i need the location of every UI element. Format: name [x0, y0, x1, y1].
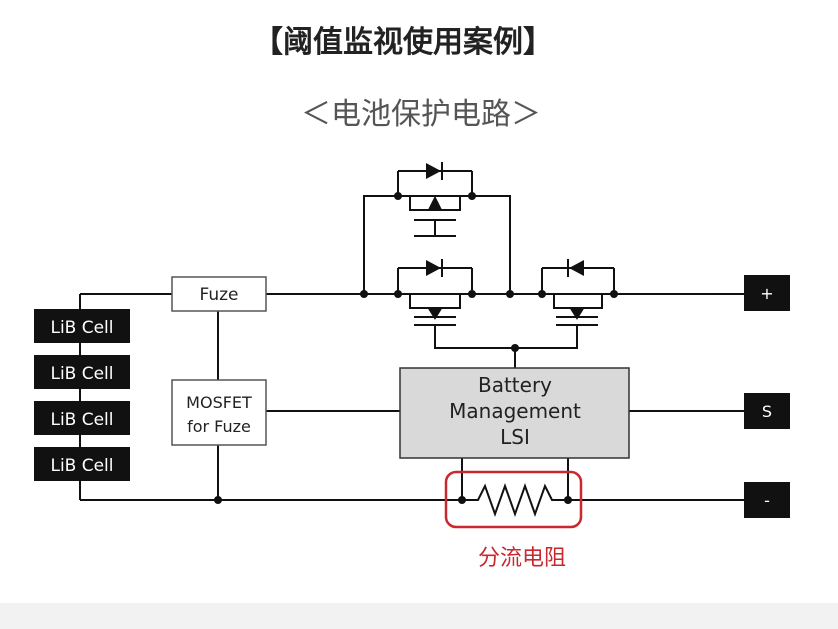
bms-label-line3: LSI	[500, 425, 530, 449]
cell-stack: LiB Cell LiB Cell LiB Cell LiB Cell	[34, 309, 130, 481]
footer-band	[0, 603, 838, 629]
diagram-subtitle: ＜电池保护电路＞	[301, 97, 541, 132]
lib-cell	[34, 447, 130, 481]
lib-cell-label: LiB Cell	[50, 318, 113, 338]
mosfet-for-fuze-box	[171, 379, 267, 446]
mosfet-middle	[409, 294, 461, 326]
terminal-s	[744, 393, 790, 429]
diode-right	[567, 259, 584, 277]
diode-middle	[426, 259, 443, 277]
lib-cell-label: LiB Cell	[50, 364, 113, 384]
battery-management-lsi	[399, 367, 630, 459]
bms-label-line1: Battery	[478, 373, 552, 397]
mosfet-label-line1: MOSFET	[186, 393, 252, 412]
terminal-s-label: S	[762, 402, 772, 421]
fuze-box	[171, 276, 267, 312]
battery-protection-diagram: 【阈值监视使用案例】 ＜电池保护电路＞	[34, 25, 790, 571]
lib-cell-label: LiB Cell	[50, 456, 113, 476]
mosfet-right	[553, 294, 603, 326]
shunt-resistor	[470, 483, 568, 517]
lib-cell-label: LiB Cell	[50, 410, 113, 430]
terminal-plus	[744, 275, 790, 311]
diagram-title: 【阈值监视使用案例】	[253, 25, 553, 60]
terminal-minus	[744, 482, 790, 518]
diode-top	[426, 162, 443, 180]
shunt-highlight-box	[444, 470, 583, 529]
lib-cell	[34, 401, 130, 435]
fuze-label: Fuze	[199, 285, 238, 305]
lib-cell	[34, 355, 130, 389]
bms-label-line2: Management	[449, 399, 581, 423]
mosfet-top	[409, 195, 461, 237]
junction-dots	[214, 192, 618, 504]
terminal-plus-label: +	[760, 284, 773, 303]
lib-cell	[34, 309, 130, 343]
shunt-label: 分流电阻	[478, 546, 566, 571]
terminal-minus-label: -	[764, 491, 770, 510]
mosfet-label-line2: for Fuze	[187, 417, 251, 436]
